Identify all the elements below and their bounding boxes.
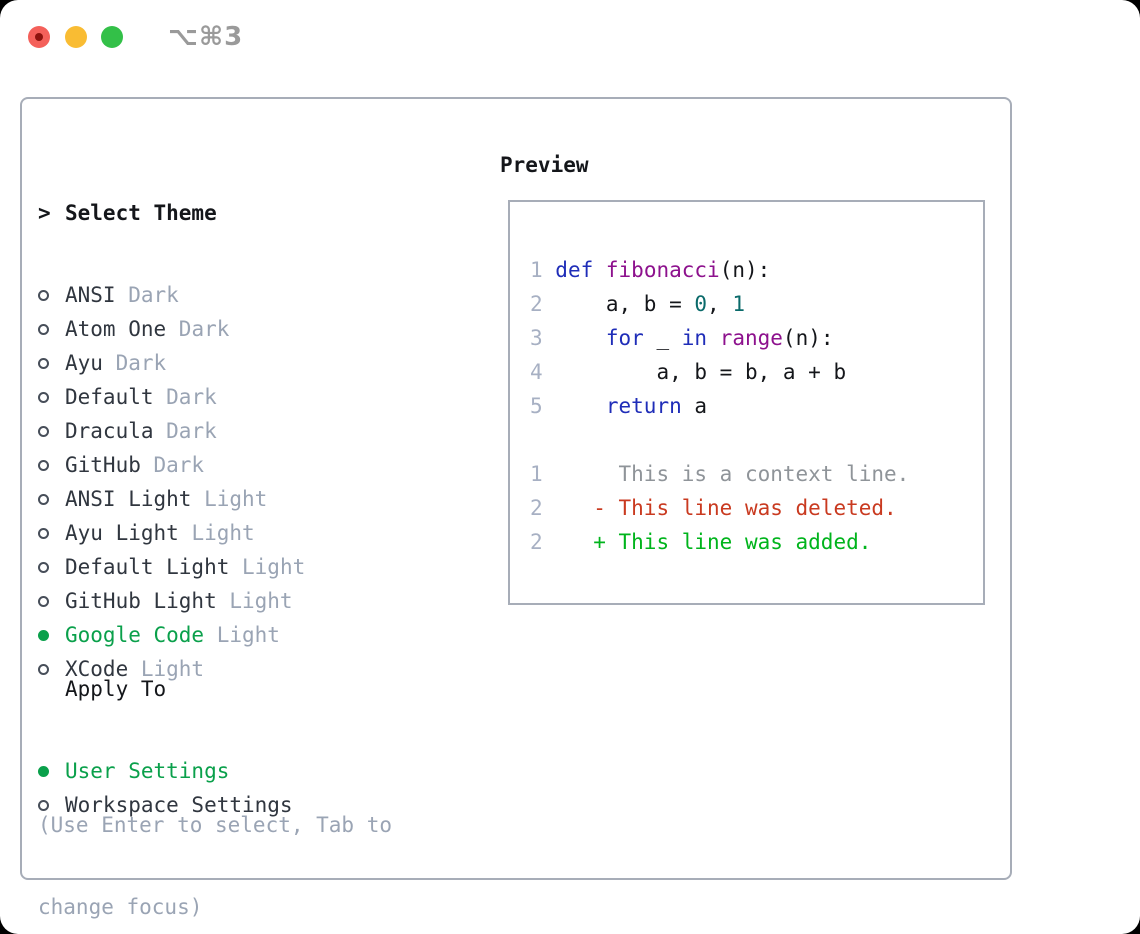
radio-icon <box>38 425 49 437</box>
line-number: 3 <box>530 326 556 350</box>
radio-icon <box>38 323 49 335</box>
preview-pane: 1 def fibonacci(n): 2 a, b = 0, 1 3 for _ … <box>508 200 985 605</box>
radio-icon <box>38 527 49 539</box>
code-line: 5 return a <box>530 394 708 418</box>
radio-icon <box>38 493 49 505</box>
theme-variant-tag: Dark <box>115 283 179 307</box>
theme-variant-tag: Light <box>216 589 293 613</box>
diff-line: 2 - This line was deleted. <box>530 496 897 520</box>
theme-item-label: Google Code <box>65 623 205 647</box>
theme-item-label: ANSI Light <box>65 487 192 511</box>
radio-selected-icon <box>38 629 49 641</box>
diff-line: 1 This is a context line. <box>530 462 910 486</box>
zoom-button-icon[interactable] <box>101 26 123 48</box>
line-number: 2 <box>530 530 556 554</box>
apply-to-item-label: Workspace Settings <box>65 793 293 817</box>
help-text-line-1: (Use Enter to select, Tab to <box>38 813 393 837</box>
theme-item-github-light[interactable]: GitHub Light Light <box>38 584 305 618</box>
radio-selected-icon <box>38 765 49 777</box>
theme-variant-tag: Light <box>204 623 280 647</box>
radio-icon <box>38 391 49 403</box>
theme-item-label: Atom One <box>65 317 167 341</box>
preview-title: Preview <box>500 153 589 177</box>
theme-variant-tag: Dark <box>166 317 230 341</box>
radio-icon <box>38 663 49 675</box>
radio-icon <box>38 459 49 471</box>
theme-item-default[interactable]: Default Dark <box>38 380 305 414</box>
theme-item-ansi[interactable]: ANSI Dark <box>38 278 305 312</box>
blank-line <box>530 423 983 457</box>
theme-item-dracula[interactable]: Dracula Dark <box>38 414 305 448</box>
theme-variant-tag: Dark <box>153 385 217 409</box>
diff-line: 2 + This line was added. <box>530 530 872 554</box>
radio-icon <box>38 289 49 301</box>
theme-item-ayu-light[interactable]: Ayu Light Light <box>38 516 305 550</box>
titlebar: ⌥⌘3 <box>0 0 1140 75</box>
apply-to-header-row: Apply To <box>38 672 293 706</box>
theme-item-xcode[interactable]: XCode Light <box>38 652 305 686</box>
apply-to-item-workspace-settings[interactable]: Workspace Settings <box>38 788 293 822</box>
apply-to-item-label: User Settings <box>65 759 230 783</box>
theme-item-label: GitHub Light <box>65 589 217 613</box>
help-text: (Use Enter to select, Tab to change focu… <box>38 760 392 934</box>
theme-item-default-light[interactable]: Default Light Light <box>38 550 305 584</box>
theme-item-label: Dracula <box>65 419 154 443</box>
theme-list-title: Select Theme <box>65 201 217 225</box>
line-number: 1 <box>530 258 556 282</box>
apply-to-item-user-settings[interactable]: User Settings <box>38 754 293 788</box>
theme-item-github[interactable]: GitHub Dark <box>38 448 305 482</box>
code-line: 2 a, b = 0, 1 <box>530 292 745 316</box>
theme-item-ansi-light[interactable]: ANSI Light Light <box>38 482 305 516</box>
theme-variant-tag: Dark <box>153 419 217 443</box>
close-button-icon[interactable] <box>28 26 50 48</box>
theme-variant-tag: Dark <box>102 351 167 375</box>
theme-variant-tag: Light <box>178 521 255 545</box>
line-number: 4 <box>530 360 556 384</box>
code-line: 3 for _ in range(n): <box>530 326 834 350</box>
theme-item-label: XCode <box>65 657 129 681</box>
help-text-line-2: change focus) <box>38 895 203 919</box>
line-number: 2 <box>530 292 556 316</box>
theme-item-label: Ayu Light <box>65 521 179 545</box>
line-number: 2 <box>530 496 556 520</box>
theme-item-google-code[interactable]: Google Code Light <box>38 618 305 652</box>
diff-sample: 1 This is a context line. 2 - This line w… <box>530 457 983 559</box>
theme-variant-tag: Dark <box>140 453 205 477</box>
line-number: 5 <box>530 394 556 418</box>
radio-icon <box>38 357 49 369</box>
line-number: 1 <box>530 462 556 486</box>
radio-icon <box>38 561 49 573</box>
radio-icon <box>38 799 49 811</box>
theme-list-header-row: > Select Theme <box>38 196 305 230</box>
theme-variant-tag: Light <box>191 487 268 511</box>
theme-item-atom-one[interactable]: Atom One Dark <box>38 312 305 346</box>
theme-variant-tag: Light <box>229 555 306 579</box>
code-sample: 1 def fibonacci(n): 2 a, b = 0, 1 3 for _ … <box>530 253 983 423</box>
radio-icon <box>38 595 49 607</box>
theme-item-label: GitHub <box>65 453 141 477</box>
window-title: ⌥⌘3 <box>168 22 244 52</box>
theme-item-label: Default Light <box>65 555 230 579</box>
apply-to-title: Apply To <box>65 677 167 701</box>
code-line: 1 def fibonacci(n): <box>530 258 771 282</box>
focus-caret-icon: > <box>38 201 51 225</box>
theme-item-label: Ayu <box>65 351 103 375</box>
theme-variant-tag: Light <box>128 657 205 681</box>
theme-item-label: ANSI <box>65 283 116 307</box>
theme-item-label: Default <box>65 385 154 409</box>
minimize-button-icon[interactable] <box>65 26 87 48</box>
code-line: 4 a, b = b, a + b <box>530 360 847 384</box>
theme-item-ayu[interactable]: Ayu Dark <box>38 346 305 380</box>
